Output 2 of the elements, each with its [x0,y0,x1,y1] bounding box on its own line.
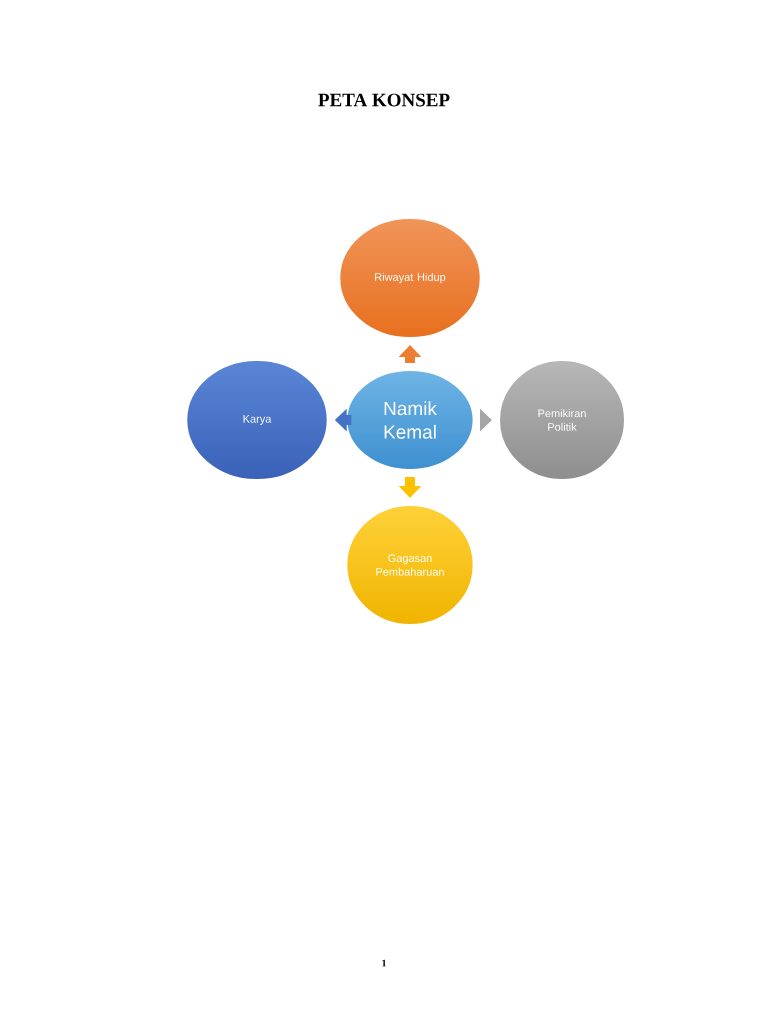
title: PETA KONSEP [318,93,450,107]
page-number: 1 [382,959,386,967]
